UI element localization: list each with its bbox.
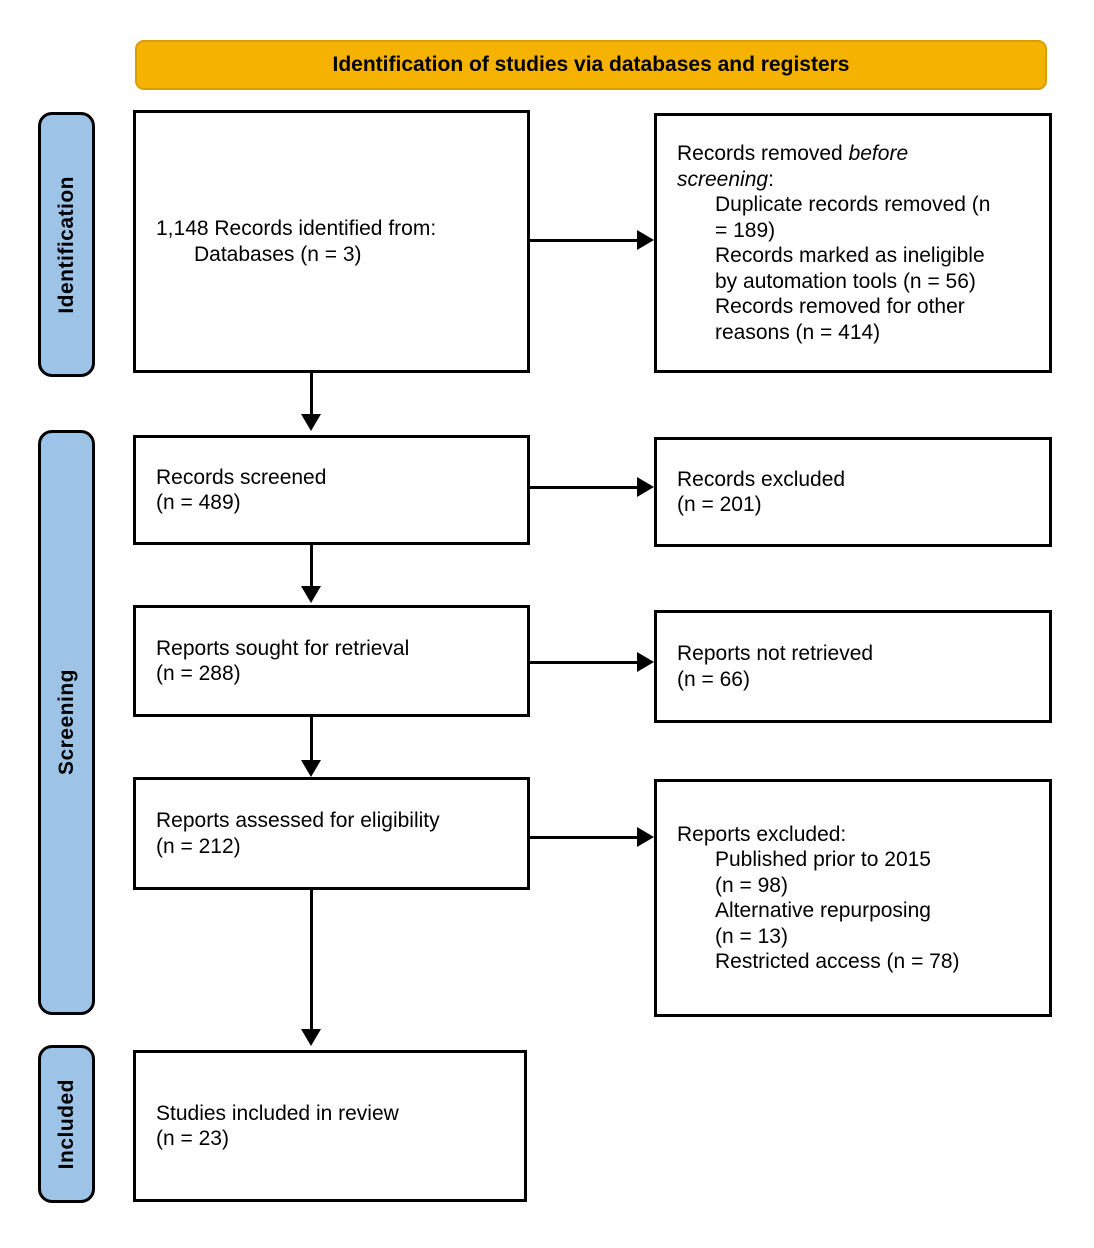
box-reports-sought: Reports sought for retrieval(n = 288) — [133, 605, 530, 717]
box-reports-assessed: Reports assessed for eligibility(n = 212… — [133, 777, 530, 890]
box-studies-included: Studies included in review(n = 23) — [133, 1050, 527, 1202]
diagram-title: Identification of studies via databases … — [332, 53, 850, 76]
box-reports-sought-text: Reports sought for retrieval(n = 288) — [156, 636, 410, 686]
box-records-identified: 1,148 Records identified from:Databases … — [133, 110, 530, 373]
box-reports-not-retrieved: Reports not retrieved(n = 66) — [654, 610, 1052, 723]
box-reports-excluded: Reports excluded:Published prior to 2015… — [654, 779, 1052, 1017]
box-records-screened-text: Records screened(n = 489) — [156, 465, 327, 515]
box-studies-included-text: Studies included in review(n = 23) — [156, 1101, 399, 1151]
box-reports-not-retrieved-text: Reports not retrieved(n = 66) — [677, 642, 874, 691]
box-reports-assessed-text: Reports assessed for eligibility(n = 212… — [156, 809, 440, 858]
title-banner: Identification of studies via databases … — [135, 40, 1047, 90]
stage-included-label: Included — [54, 1078, 78, 1170]
stage-screening: Screening — [38, 430, 95, 1015]
box-reports-excluded-text: Reports excluded:Published prior to 2015… — [677, 822, 960, 974]
stage-included: Included — [38, 1045, 95, 1203]
box-records-excluded-text: Records excluded(n = 201) — [677, 467, 846, 517]
box-records-screened: Records screened(n = 489) — [133, 435, 530, 545]
box-records-excluded: Records excluded(n = 201) — [654, 437, 1052, 547]
box-records-identified-text: 1,148 Records identified from:Databases … — [156, 217, 437, 266]
stage-identification: Identification — [38, 112, 95, 377]
stage-identification-label: Identification — [54, 175, 78, 314]
stage-screening-label: Screening — [54, 669, 78, 776]
